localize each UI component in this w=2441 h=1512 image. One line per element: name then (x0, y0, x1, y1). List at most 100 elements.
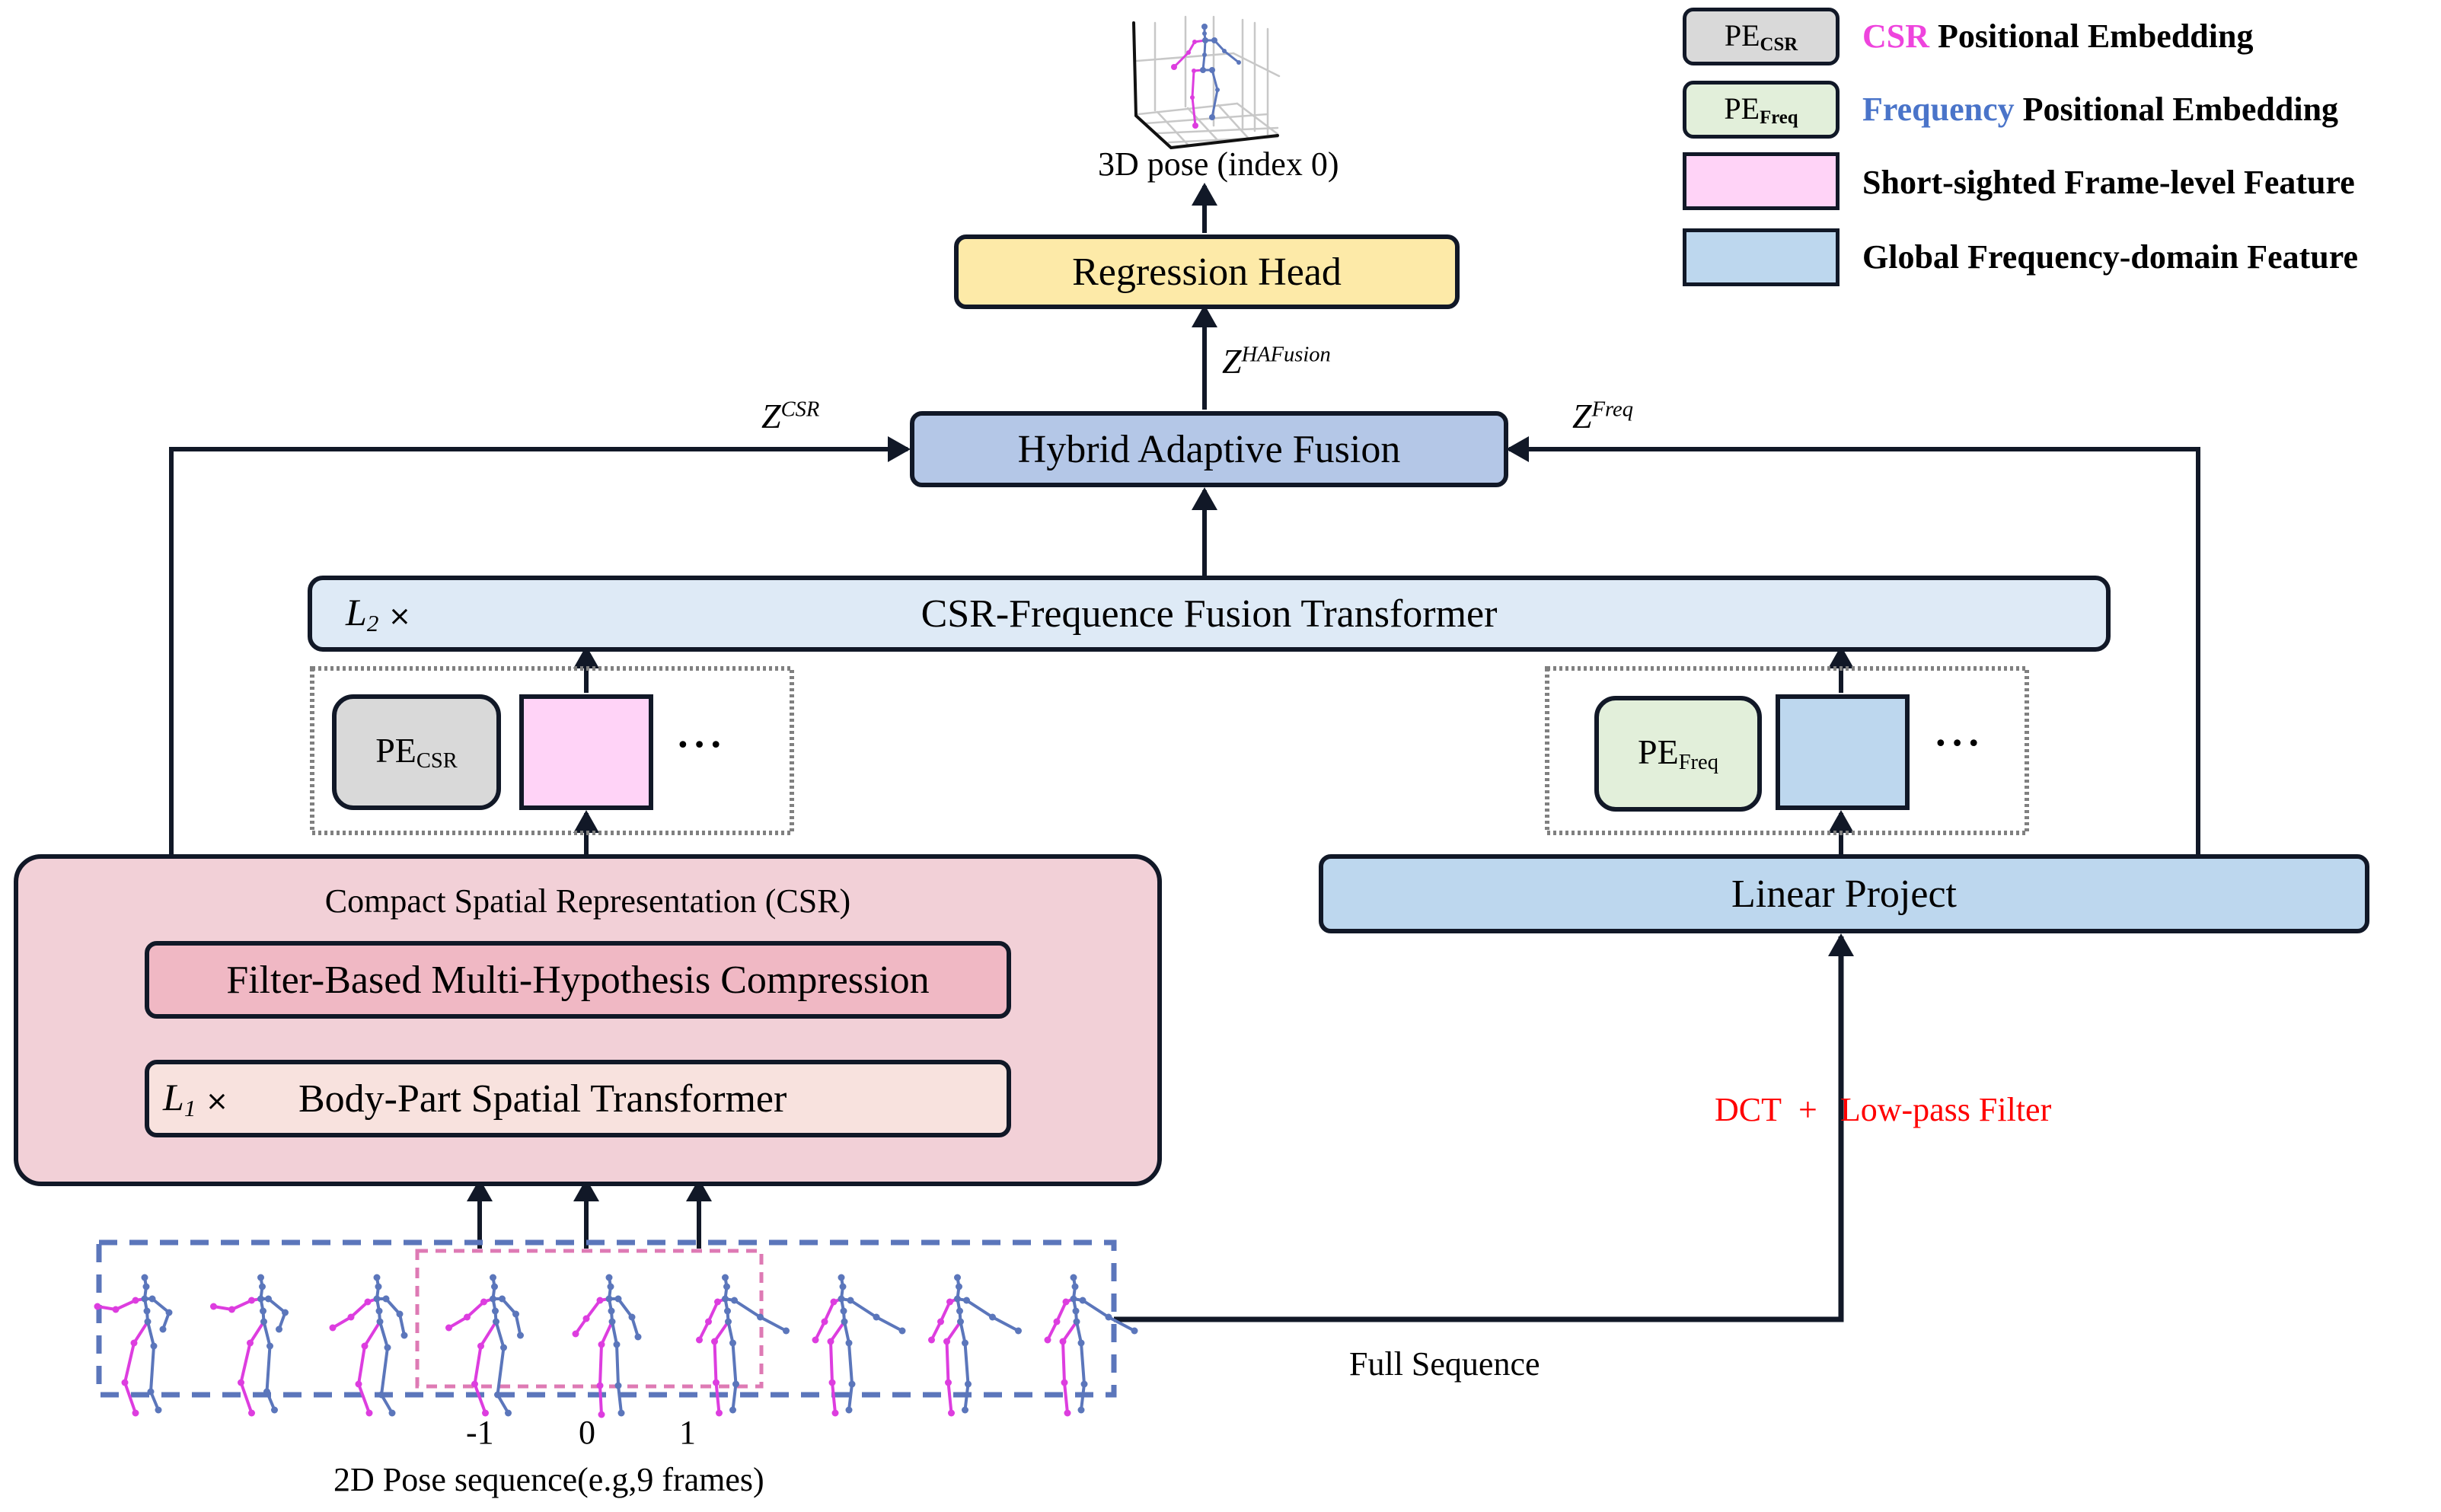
skeleton-joint (943, 1338, 950, 1345)
spatial-layers-label: L1 × (163, 1075, 228, 1122)
skeleton-joint (263, 1388, 270, 1396)
full-sequence-label: Full Sequence (1349, 1345, 1540, 1383)
skeleton-bone (957, 1297, 1019, 1332)
skeleton-joint (696, 1336, 703, 1344)
skeleton-joint (141, 1295, 148, 1303)
skeleton-joint (1070, 1274, 1077, 1281)
skeleton-joint (248, 1409, 255, 1417)
pe-freq-sub: Freq (1678, 751, 1718, 775)
skeleton-joint (375, 1307, 383, 1315)
skeleton-joint (965, 1380, 972, 1388)
freq-token-group (1545, 666, 2029, 835)
skeleton-bone (574, 1297, 610, 1335)
skeleton-joint (945, 1379, 952, 1386)
skeleton-joint (956, 1283, 962, 1290)
skeleton-joint (725, 1318, 732, 1325)
regression-head-block: Regression Head (954, 234, 1460, 309)
skeleton-joint (839, 1283, 847, 1290)
skeleton-bone (377, 1297, 406, 1336)
skeleton-joint (143, 1307, 151, 1315)
skeleton-frame (329, 1274, 408, 1417)
skeleton-bone (611, 1321, 623, 1414)
skeleton-joint (723, 1283, 730, 1290)
skeleton-joint (1053, 1318, 1061, 1325)
skeleton-bone (725, 1297, 787, 1332)
skeleton-joint (382, 1295, 390, 1303)
pe-csr-label: PECSR (375, 730, 458, 774)
skeleton-joint (247, 1339, 254, 1347)
skeleton-joint (355, 1380, 362, 1388)
skeleton-joint (365, 1409, 373, 1417)
skeleton-joint (378, 1391, 385, 1399)
skeleton-joint (962, 1406, 968, 1414)
skeleton-joint (711, 1338, 718, 1345)
filter-based-compression-block: Filter-Based Multi-Hypothesis Compressio… (145, 941, 1011, 1019)
skeleton-joint (1044, 1336, 1051, 1344)
skeleton-joint (572, 1330, 579, 1338)
skeleton-joint (165, 1309, 173, 1316)
legend-pe-csr-sub: CSR (1760, 34, 1798, 56)
skeleton-joint (1071, 1283, 1079, 1290)
skeleton-joint (608, 1318, 616, 1325)
skeleton-joint (812, 1336, 819, 1344)
skeleton-joint (729, 1339, 736, 1347)
skeleton-joint (757, 1313, 764, 1321)
skeleton-joint (490, 1274, 496, 1281)
pose-3d-label: 3D pose (index 0) (1098, 145, 1339, 183)
skeleton-joint (1105, 1313, 1112, 1321)
skeleton-joint (260, 1307, 266, 1315)
csr-token-group (310, 666, 794, 835)
skeleton-joint (840, 1307, 847, 1315)
skeleton-bone (378, 1321, 394, 1415)
l1-symbol: L (163, 1076, 184, 1119)
linear-project-block: Linear Project (1319, 854, 2369, 933)
legend-swatch-pe-freq: PEFreq (1683, 81, 1840, 139)
frame-index-plus1: 1 (679, 1414, 696, 1451)
skeleton-bone (930, 1297, 959, 1341)
skeleton-joint (112, 1306, 120, 1313)
hybrid-adaptive-fusion-block: Hybrid Adaptive Fusion (910, 411, 1508, 487)
skeleton-frame (94, 1274, 173, 1417)
skeleton-joint (845, 1406, 853, 1414)
skeleton-bone (841, 1297, 903, 1332)
skeleton-frame (572, 1274, 642, 1418)
skeleton-joint (144, 1318, 152, 1325)
skeleton-joint (608, 1307, 615, 1315)
skeleton-joint (276, 1325, 282, 1333)
dct-text: DCT (1715, 1091, 1782, 1128)
skeleton-joint (963, 1297, 970, 1304)
skeleton-joint (614, 1295, 622, 1303)
skeleton-joint (141, 1274, 148, 1281)
skeleton-frame (928, 1274, 1022, 1417)
legend-swatch-pe-freq-label: PEFreq (1724, 91, 1798, 129)
skeleton-bone (331, 1297, 378, 1329)
skeleton-joint (1072, 1307, 1080, 1315)
legend-pe-freq-sub: Freq (1760, 107, 1798, 129)
regression-head-label: Regression Head (1072, 250, 1342, 294)
skeleton-bone (609, 1297, 640, 1338)
skeleton-joint (375, 1283, 382, 1290)
skeleton-bone (843, 1321, 854, 1411)
skeleton-joint (376, 1318, 384, 1325)
csr-tokens-ellipsis: ••• (676, 732, 726, 759)
compression-label: Filter-Based Multi-Hypothesis Compressio… (226, 958, 930, 1002)
skeleton-joint (147, 1388, 155, 1396)
skeleton-joint (155, 1406, 162, 1414)
skeleton-joint (130, 1339, 138, 1347)
legend-csr-highlight: CSR (1862, 18, 1930, 55)
legend-swatch-pe-csr: PECSR (1683, 8, 1840, 65)
dct-plus: + (1798, 1091, 1817, 1128)
skeleton-bone (697, 1297, 726, 1341)
skeleton-joint (257, 1295, 264, 1303)
frame-index-0: 0 (579, 1414, 595, 1451)
l2-symbol: L (346, 591, 367, 634)
skeleton-joint (732, 1380, 739, 1388)
legend-freq-highlight: Frequency (1862, 91, 2015, 128)
skeleton-joint (1077, 1339, 1085, 1347)
skeleton-joint (494, 1391, 501, 1399)
skeleton-joint (598, 1411, 605, 1418)
z-csr-sup: CSR (780, 397, 820, 422)
legend-swatch-frequency-feature (1683, 228, 1840, 286)
z-csr-label: ZCSR (761, 396, 819, 436)
skeleton-joint (954, 1274, 961, 1281)
